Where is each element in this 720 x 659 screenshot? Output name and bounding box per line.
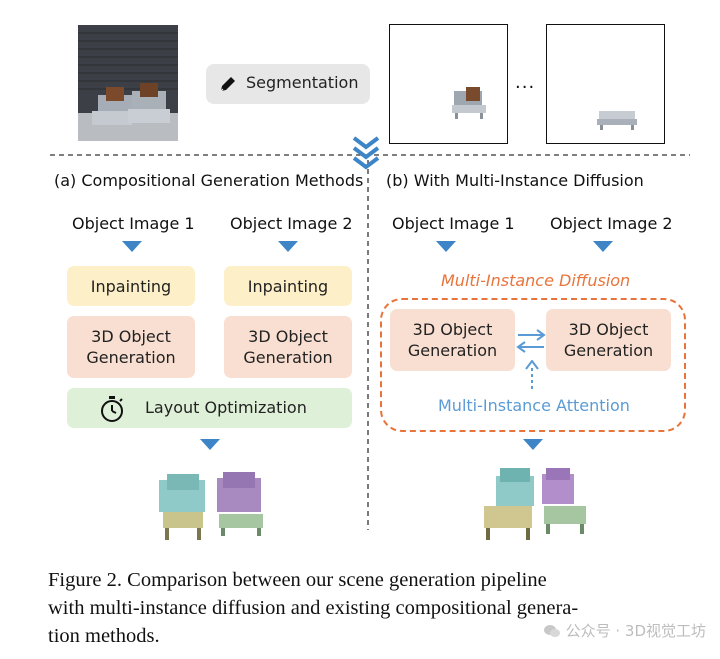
multi-instance-diffusion-frame: [380, 298, 686, 432]
segmented-chair-image: [452, 87, 486, 119]
left-object-image-2-label: Object Image 2: [230, 214, 353, 233]
generation-label-line2: Generation: [243, 348, 333, 367]
segmentation-step: Segmentation: [206, 64, 370, 104]
figure-caption: Figure 2. Comparison between our scene g…: [48, 566, 688, 650]
chevron-down-icon: [278, 241, 298, 252]
left-object-image-1-label: Object Image 1: [72, 214, 195, 233]
generation-label-line1: 3D Object: [568, 320, 649, 339]
generation-box-left-2: 3D Object Generation: [224, 316, 352, 378]
double-chevron-down-icon: [352, 136, 380, 170]
pencil-icon: [220, 77, 235, 92]
right-object-image-1-label: Object Image 1: [392, 214, 515, 233]
watermark: 公众号 · 3D视觉工坊: [543, 620, 706, 641]
attention-arrow-icon: [525, 360, 539, 389]
caption-line-1: Figure 2. Comparison between our scene g…: [48, 569, 547, 591]
wechat-icon: [543, 625, 560, 637]
multi-instance-attention-label: Multi-Instance Attention: [438, 396, 630, 415]
left-result-render: [159, 472, 263, 540]
segmented-ottoman-image: [597, 111, 637, 130]
generation-label-line2: Generation: [563, 341, 654, 360]
generation-box-right-2: 3D Object Generation: [546, 309, 671, 371]
chevron-down-icon: [593, 241, 613, 252]
bidirectional-arrow-icon: [516, 329, 546, 353]
layout-optimization-box: Layout Optimization: [67, 388, 352, 428]
generation-box-left-1: 3D Object Generation: [67, 316, 195, 378]
inpainting-label: Inpainting: [90, 276, 172, 296]
chevron-down-icon: [122, 241, 142, 252]
layout-optimization-label: Layout Optimization: [145, 398, 307, 417]
generation-label-line1: 3D Object: [248, 327, 328, 346]
input-scene-photo: [78, 25, 178, 141]
right-object-image-2-label: Object Image 2: [550, 214, 673, 233]
stopwatch-icon: [101, 396, 123, 422]
segmented-instance-2: [546, 24, 665, 144]
left-panel-header: (a) Compositional Generation Methods: [54, 171, 364, 190]
inpainting-box-2: Inpainting: [224, 266, 352, 306]
inpainting-label: Inpainting: [247, 276, 329, 296]
generation-label-line1: 3D Object: [91, 327, 171, 346]
caption-line-3: tion methods.: [48, 625, 160, 647]
multi-instance-diffusion-title: Multi-Instance Diffusion: [441, 271, 631, 290]
caption-line-2: with multi-instance diffusion and existi…: [48, 597, 579, 619]
generation-label-line1: 3D Object: [412, 320, 493, 339]
chevron-down-icon: [436, 241, 456, 252]
inpainting-box-1: Inpainting: [67, 266, 195, 306]
right-panel-header: (b) With Multi-Instance Diffusion: [386, 171, 644, 190]
segmented-instance-1: [389, 24, 508, 144]
generation-box-right-1: 3D Object Generation: [390, 309, 515, 371]
ellipsis: ...: [515, 72, 536, 93]
watermark-text: 公众号 · 3D视觉工坊: [565, 622, 706, 640]
right-result-render: [484, 468, 586, 540]
generation-label-line2: Generation: [407, 341, 498, 360]
chevron-down-icon: [523, 439, 543, 450]
chevron-down-icon: [200, 439, 220, 450]
generation-label-line2: Generation: [86, 348, 176, 367]
segmentation-label: Segmentation: [246, 73, 359, 92]
